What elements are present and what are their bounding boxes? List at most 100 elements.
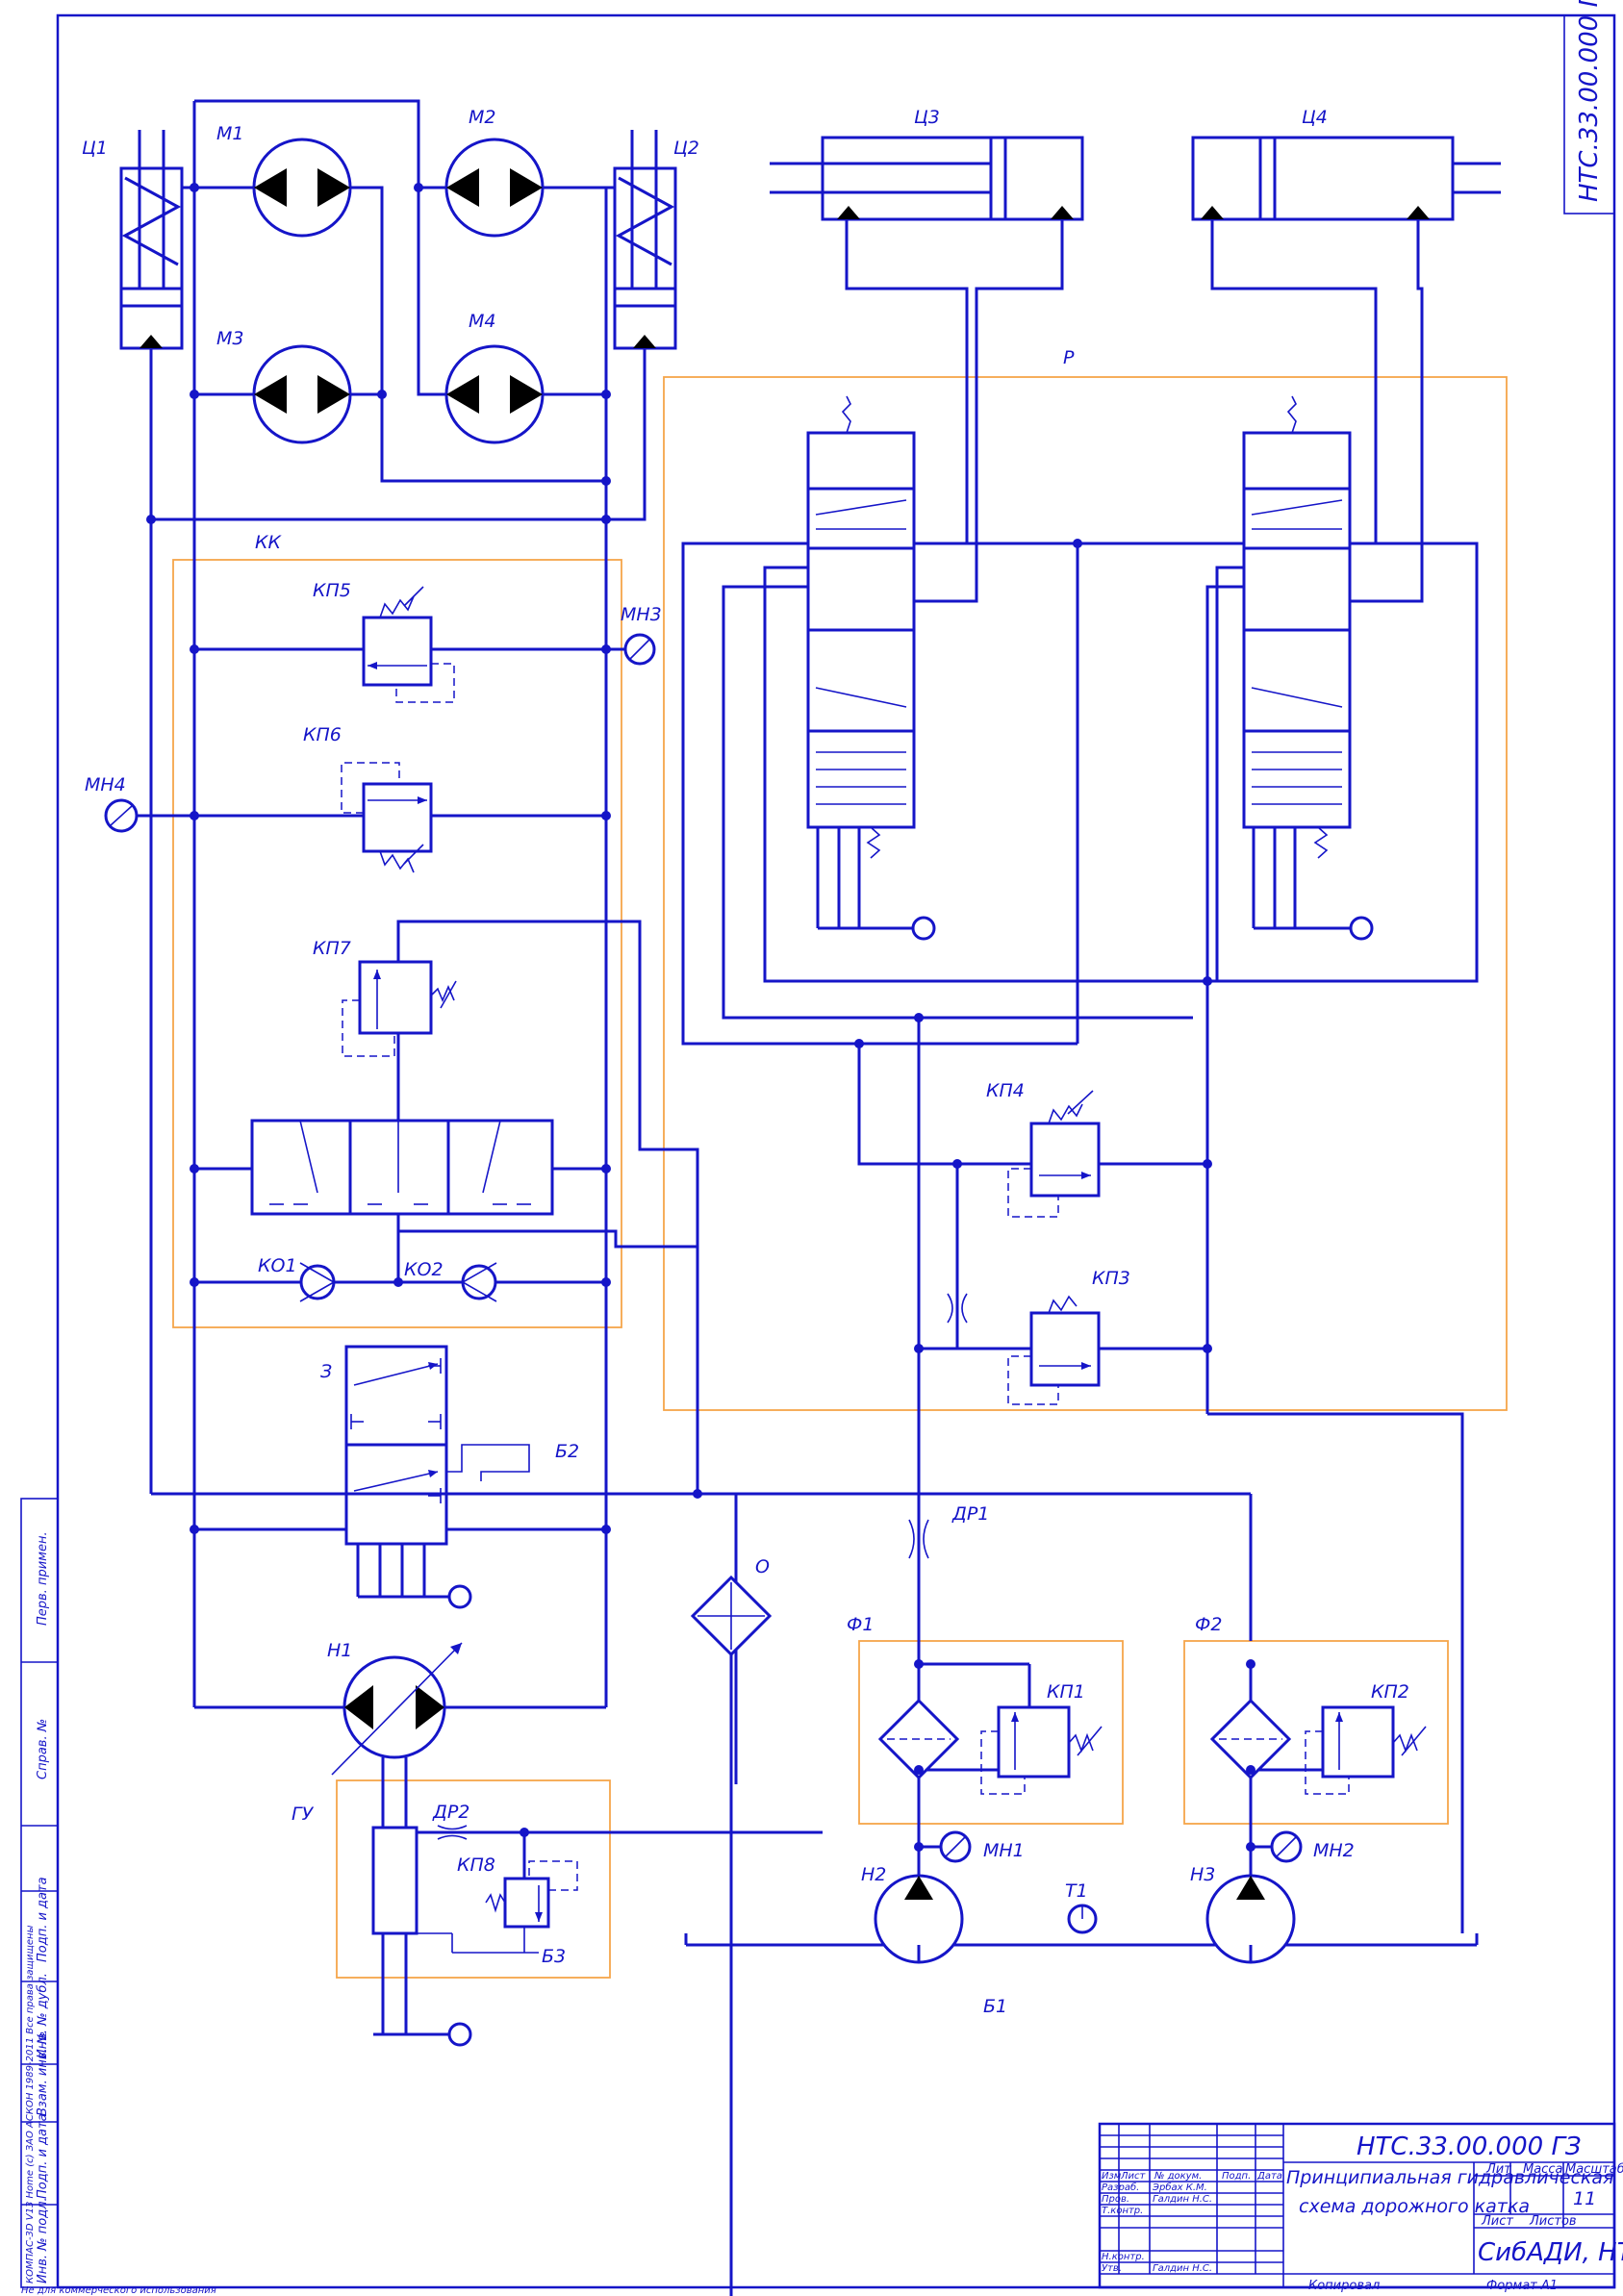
gauge-mn1 xyxy=(919,1830,972,1863)
title-block xyxy=(1098,2122,1616,2289)
filter-f1 xyxy=(877,1662,1029,1780)
tb-list: Лист xyxy=(1120,2171,1147,2182)
stamp-inv-dubl: Инв. № дубл. xyxy=(36,1973,50,2058)
check-valve-ko1 xyxy=(299,1262,336,1302)
motor-piping xyxy=(149,99,647,1494)
drawing-frame xyxy=(56,13,1616,2289)
relief-valve-kp8 xyxy=(485,1832,578,1953)
tb-format: Формат А1 xyxy=(1486,2279,1558,2293)
pump-h3 xyxy=(1205,1874,1296,1964)
relief-valve-kp4 xyxy=(1007,1090,1101,1218)
relief-valve-kp2 xyxy=(1305,1705,1427,1795)
tb-razrab: Разраб. xyxy=(1102,2182,1139,2193)
tb-utv-name: Галдин Н.С. xyxy=(1153,2263,1212,2274)
tb-sign: Подп. xyxy=(1222,2171,1251,2182)
tb-date: Дата xyxy=(1256,2171,1282,2182)
stamp-vzam-inv: Взам. инв. № xyxy=(36,2031,50,2116)
label-c1: Ц1 xyxy=(82,138,108,159)
group-kk xyxy=(172,559,622,1328)
relief-valve-kp5 xyxy=(362,586,455,703)
label-t1: Т1 xyxy=(1065,1880,1088,1902)
tb-doc-no: № докум. xyxy=(1154,2171,1202,2182)
label-kp8: КП8 xyxy=(457,1854,495,1876)
tb-sheets: Листов xyxy=(1529,2214,1577,2229)
directional-valve-kk xyxy=(250,1119,554,1216)
gauge-mn2 xyxy=(1251,1830,1303,1863)
label-mn1: МН1 xyxy=(983,1840,1025,1861)
label-m2: М2 xyxy=(469,107,495,128)
tb-scale-value: 11 xyxy=(1573,2188,1596,2209)
rotated-doc-code: НТС.33.00.000 ГЗ xyxy=(1575,0,1604,202)
label-m4: М4 xyxy=(469,311,495,332)
label-kp4: КП4 xyxy=(986,1080,1025,1101)
label-f2: Ф2 xyxy=(1195,1614,1222,1635)
label-dr1: ДР1 xyxy=(951,1503,989,1525)
label-kp6: КП6 xyxy=(303,724,342,745)
tb-scale: Масштаб xyxy=(1565,2162,1623,2177)
label-ko2: КО2 xyxy=(404,1259,444,1280)
label-c3: Ц3 xyxy=(914,107,940,128)
stack-valve-left xyxy=(806,395,936,941)
label-kp1: КП1 xyxy=(1047,1681,1085,1703)
stamp-inv-podl: Инв. № подл. xyxy=(36,2197,50,2283)
label-kp3: КП3 xyxy=(1092,1268,1130,1289)
motor-m4 xyxy=(444,344,545,444)
tb-mass: Масса xyxy=(1523,2162,1562,2177)
tb-org: СибАДИ, НТС-13Т1 xyxy=(1478,2238,1623,2267)
label-mn2: МН2 xyxy=(1313,1840,1355,1861)
throttle-dr2 xyxy=(437,1825,468,1840)
relief-valve-kp1 xyxy=(980,1664,1103,1795)
p-group-piping xyxy=(681,542,1479,1933)
cylinder-c3 xyxy=(770,136,1084,603)
gauge-mn3 xyxy=(606,633,656,666)
selector-valve-3 xyxy=(344,1345,530,1609)
title-doc-code: НТС.33.00.000 ГЗ xyxy=(1357,2132,1582,2161)
label-kp2: КП2 xyxy=(1371,1681,1409,1703)
check-valve-ko2 xyxy=(461,1262,497,1302)
pump-h1 xyxy=(194,1642,606,1828)
tb-izm: Изм xyxy=(1102,2171,1122,2182)
tb-copied: Копировал xyxy=(1308,2279,1380,2293)
label-kk: КК xyxy=(255,532,282,553)
thermometer-t1 xyxy=(1067,1904,1098,1934)
cylinder-c4 xyxy=(1191,136,1501,603)
throttle-dr1 xyxy=(908,1519,929,1559)
motor-m3 xyxy=(252,344,352,444)
tank-b1 xyxy=(684,1933,1479,1947)
label-m1: М1 xyxy=(216,123,243,144)
motor-m1 xyxy=(252,138,352,238)
tb-razrab-name: Эрбах К.М. xyxy=(1152,2182,1207,2193)
group-f2 xyxy=(1183,1640,1449,1825)
stack-valve-right xyxy=(1242,395,1374,941)
footer-note: Не для коммерческого использования xyxy=(21,2285,216,2296)
side-stamp xyxy=(20,1498,59,2288)
label-f1: Ф1 xyxy=(847,1614,874,1635)
servo-gu xyxy=(371,1826,823,2047)
label-dr2: ДР2 xyxy=(432,1802,469,1823)
tb-prov: Пров. xyxy=(1102,2194,1129,2205)
label-gu: ГУ xyxy=(292,1804,315,1825)
throttle-p xyxy=(947,1293,968,1324)
stamp-podp-data-1: Подп. и дата xyxy=(36,1877,50,1962)
label-c4: Ц4 xyxy=(1302,107,1328,128)
label-mn3: МН3 xyxy=(621,604,662,625)
tb-lit: Лит xyxy=(1485,2162,1511,2177)
tb-utv: Утв. xyxy=(1102,2263,1122,2274)
relief-valve-kp6 xyxy=(341,762,433,873)
kompas-note: КОМПАС-3D V13 Home (c) ЗАО АСКОН 1989-20… xyxy=(25,1925,36,2283)
tb-prov-name: Галдин Н.С. xyxy=(1153,2194,1212,2205)
label-p: Р xyxy=(1063,347,1075,368)
rotated-code-box xyxy=(1563,14,1615,214)
pump-h2 xyxy=(874,1874,964,1964)
label-b2: Б2 xyxy=(555,1441,579,1462)
tb-title-2: схема дорожного катка xyxy=(1299,2196,1530,2217)
valve-3-piping xyxy=(151,1299,1253,1784)
stamp-sprav: Справ. № xyxy=(36,1719,50,1779)
label-b3: Б3 xyxy=(542,1946,566,1967)
label-kp7: КП7 xyxy=(313,938,351,959)
cylinder-c2 xyxy=(613,130,677,350)
relief-valve-kp7 xyxy=(342,921,457,1121)
gauge-mn4 xyxy=(104,798,151,833)
label-b1: Б1 xyxy=(983,1996,1007,2017)
